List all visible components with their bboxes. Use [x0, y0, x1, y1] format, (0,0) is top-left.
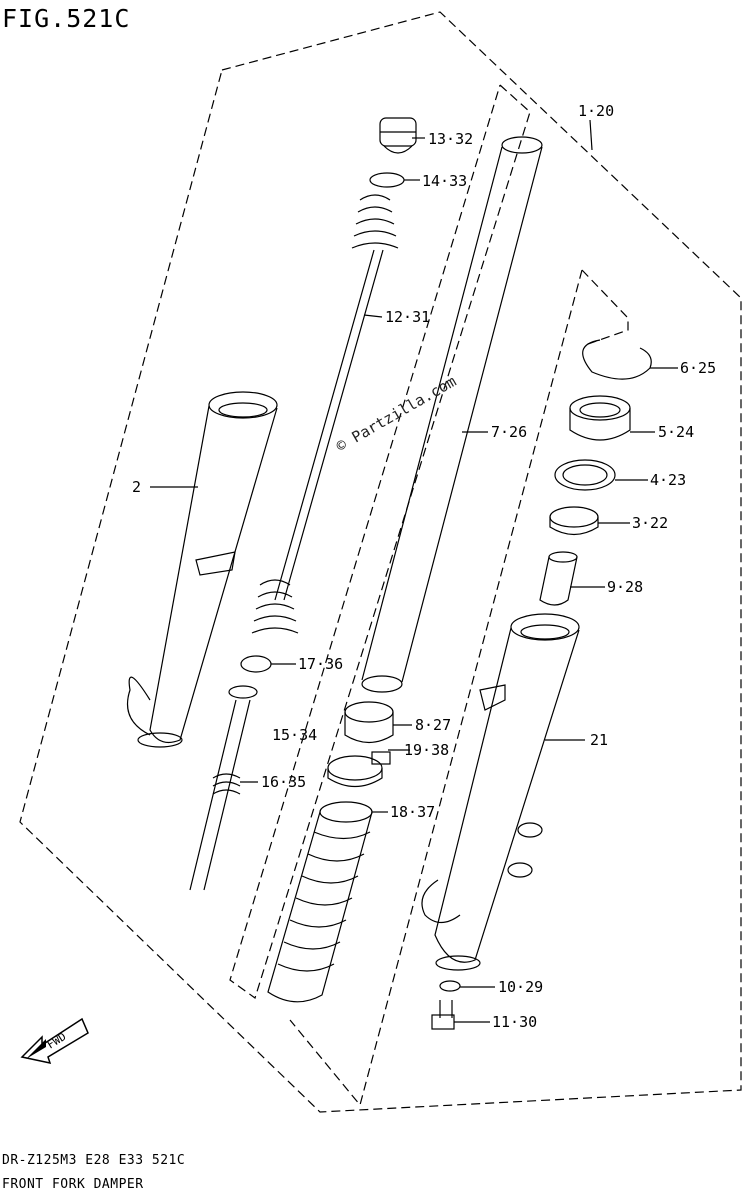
callout-21[interactable]: 21	[590, 731, 608, 749]
callout-11-30[interactable]: 11·30	[492, 1013, 537, 1031]
callout-18-37[interactable]: 18·37	[390, 803, 435, 821]
circlip	[582, 339, 652, 380]
callout-4-23[interactable]: 4·23	[650, 471, 686, 489]
callout-1-20[interactable]: 1·20	[578, 102, 614, 120]
inner-outline-right2	[289, 269, 583, 1107]
callout-17-36[interactable]: 17·36	[298, 655, 343, 673]
callout-5-24[interactable]: 5·24	[658, 423, 694, 441]
boot-clamp	[327, 751, 391, 788]
watermark-text: © Partzilla.com	[333, 372, 459, 455]
snap-ring	[240, 655, 272, 673]
callout-9-28[interactable]: 9·28	[607, 578, 643, 596]
outer-tube-left	[126, 391, 278, 748]
callout-15-34[interactable]: 15·34	[272, 726, 317, 744]
fork-boot	[267, 801, 373, 1003]
washer	[554, 459, 616, 491]
figure-title: FIG.521C	[2, 4, 131, 33]
leader-1-20	[589, 119, 593, 151]
oil-lock-piece	[539, 551, 578, 606]
drain-bolt	[431, 1000, 455, 1030]
fwd-arrow-icon: FWD	[20, 1017, 89, 1065]
assembly-outline	[19, 11, 742, 1113]
callout-14-33[interactable]: 14·33	[422, 172, 467, 190]
callout-7-26[interactable]: 7·26	[491, 423, 527, 441]
callout-19-38[interactable]: 19·38	[404, 741, 449, 759]
callout-3-22[interactable]: 3·22	[632, 514, 668, 532]
leader-12-31	[363, 314, 383, 318]
callout-6-25[interactable]: 6·25	[680, 359, 716, 377]
washer-inner	[562, 464, 608, 486]
oil-seal	[569, 395, 631, 441]
callout-16-35[interactable]: 16·35	[261, 773, 306, 791]
damper-rod	[189, 194, 399, 891]
o-ring	[369, 172, 405, 188]
fork-cap	[379, 117, 417, 154]
inner-outline-left	[229, 84, 531, 999]
bushing-lower	[344, 701, 394, 744]
footer-section-name: FRONT FORK DAMPER	[2, 1177, 144, 1192]
outer-tube-right	[421, 613, 580, 971]
inner-tube	[361, 136, 543, 693]
bushing-upper	[549, 506, 599, 536]
callout-8-27[interactable]: 8·27	[415, 716, 451, 734]
callout-2[interactable]: 2	[132, 478, 141, 496]
gasket	[439, 980, 461, 992]
callout-13-32[interactable]: 13·32	[428, 130, 473, 148]
callout-10-29[interactable]: 10·29	[498, 978, 543, 996]
footer-model-code: DR-Z125M3 E28 E33 521C	[2, 1153, 186, 1168]
callout-12-31[interactable]: 12·31	[385, 308, 430, 326]
inner-outline-right	[581, 269, 629, 346]
